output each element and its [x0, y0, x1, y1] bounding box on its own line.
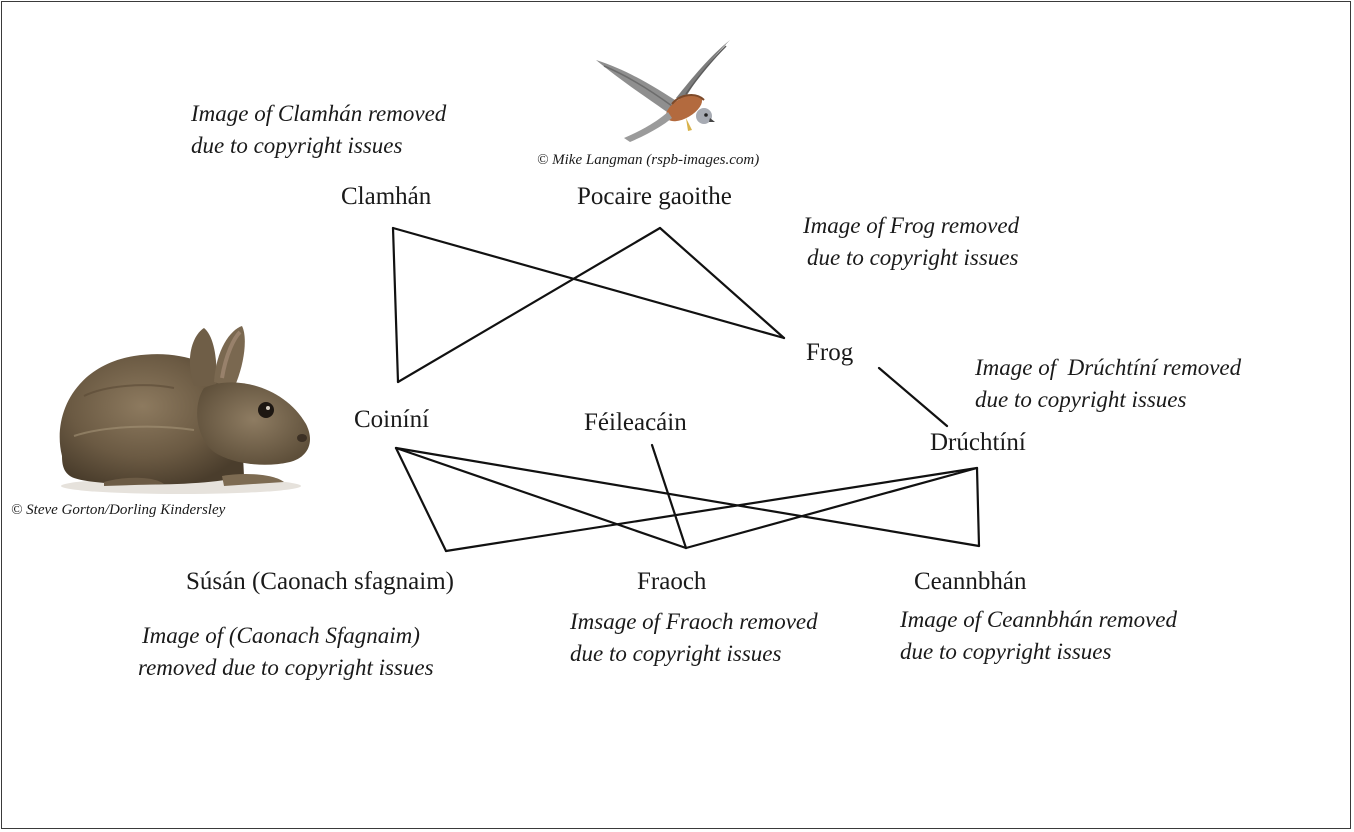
node-pocaire-gaoithe: Pocaire gaoithe: [577, 183, 732, 210]
node-frog: Frog: [806, 339, 854, 366]
link-clamhan-frog: [391, 226, 786, 340]
note-line: due to copyright issues: [570, 641, 782, 666]
note-ceannbhan-removed: Image of Ceannbhán removed due to copyri…: [900, 604, 1177, 668]
note-line: Image of Drúchtíní removed: [975, 355, 1242, 380]
note-caonach-removed: Image of (Caonach Sfagnaim) removed due …: [138, 620, 434, 684]
note-line: due to copyright issues: [975, 387, 1187, 412]
link-druchtini-fraoch: [684, 466, 979, 550]
kestrel-illustration: [596, 40, 730, 142]
note-line: Image of Clamhán removed: [191, 101, 447, 126]
credit-rabbit: © Steve Gorton/Dorling Kindersley: [11, 502, 226, 518]
note-druchtini-removed: Image of Drúchtíní removed due to copyri…: [975, 352, 1241, 416]
note-line: Imsage of Fraoch removed: [570, 609, 818, 634]
node-fraoch: Fraoch: [637, 568, 707, 595]
link-druchtini-susan: [444, 466, 979, 553]
note-line: due to copyright issues: [900, 639, 1112, 664]
node-feileacain: Féileacáin: [584, 409, 687, 436]
node-ceannbhan: Ceannbhán: [914, 568, 1027, 595]
credit-kestrel: © Mike Langman (rspb-images.com): [537, 152, 760, 168]
link-coinini-susan: [394, 446, 448, 553]
note-line: removed due to copyright issues: [138, 655, 434, 680]
node-clamhan: Clamhán: [341, 183, 432, 210]
note-line: Image of Ceannbhán removed: [900, 607, 1177, 632]
rabbit-photo: [59, 326, 311, 494]
link-frog-pocaire: [658, 226, 786, 340]
link-druchtini-frog: [877, 366, 949, 428]
note-line: due to copyright issues: [191, 133, 403, 158]
node-coinini: Coiníní: [354, 406, 430, 433]
link-druchtini-ceannbhan: [975, 466, 981, 548]
note-clamhan-removed: Image of Clamhán removed due to copyrigh…: [191, 98, 446, 162]
link-pocaire-coinini: [396, 226, 662, 384]
link-feileacain-fraoch: [650, 443, 688, 550]
note-line: Image of Frog removed: [803, 213, 1020, 238]
note-line: due to copyright issues: [807, 245, 1019, 270]
link-coinini-ceannbhan: [394, 446, 981, 548]
node-druchtini: Drúchtíní: [930, 429, 1026, 456]
node-susan: Súsán (Caonach sfagnaim): [186, 568, 454, 595]
link-coinini-fraoch: [394, 446, 688, 550]
note-line: Image of (Caonach Sfagnaim): [142, 623, 420, 648]
note-frog-removed: Image of Frog removed due to copyright i…: [803, 210, 1019, 274]
link-coinini-clamhan: [391, 226, 400, 384]
note-fraoch-removed: Imsage of Fraoch removed due to copyrigh…: [570, 606, 818, 670]
